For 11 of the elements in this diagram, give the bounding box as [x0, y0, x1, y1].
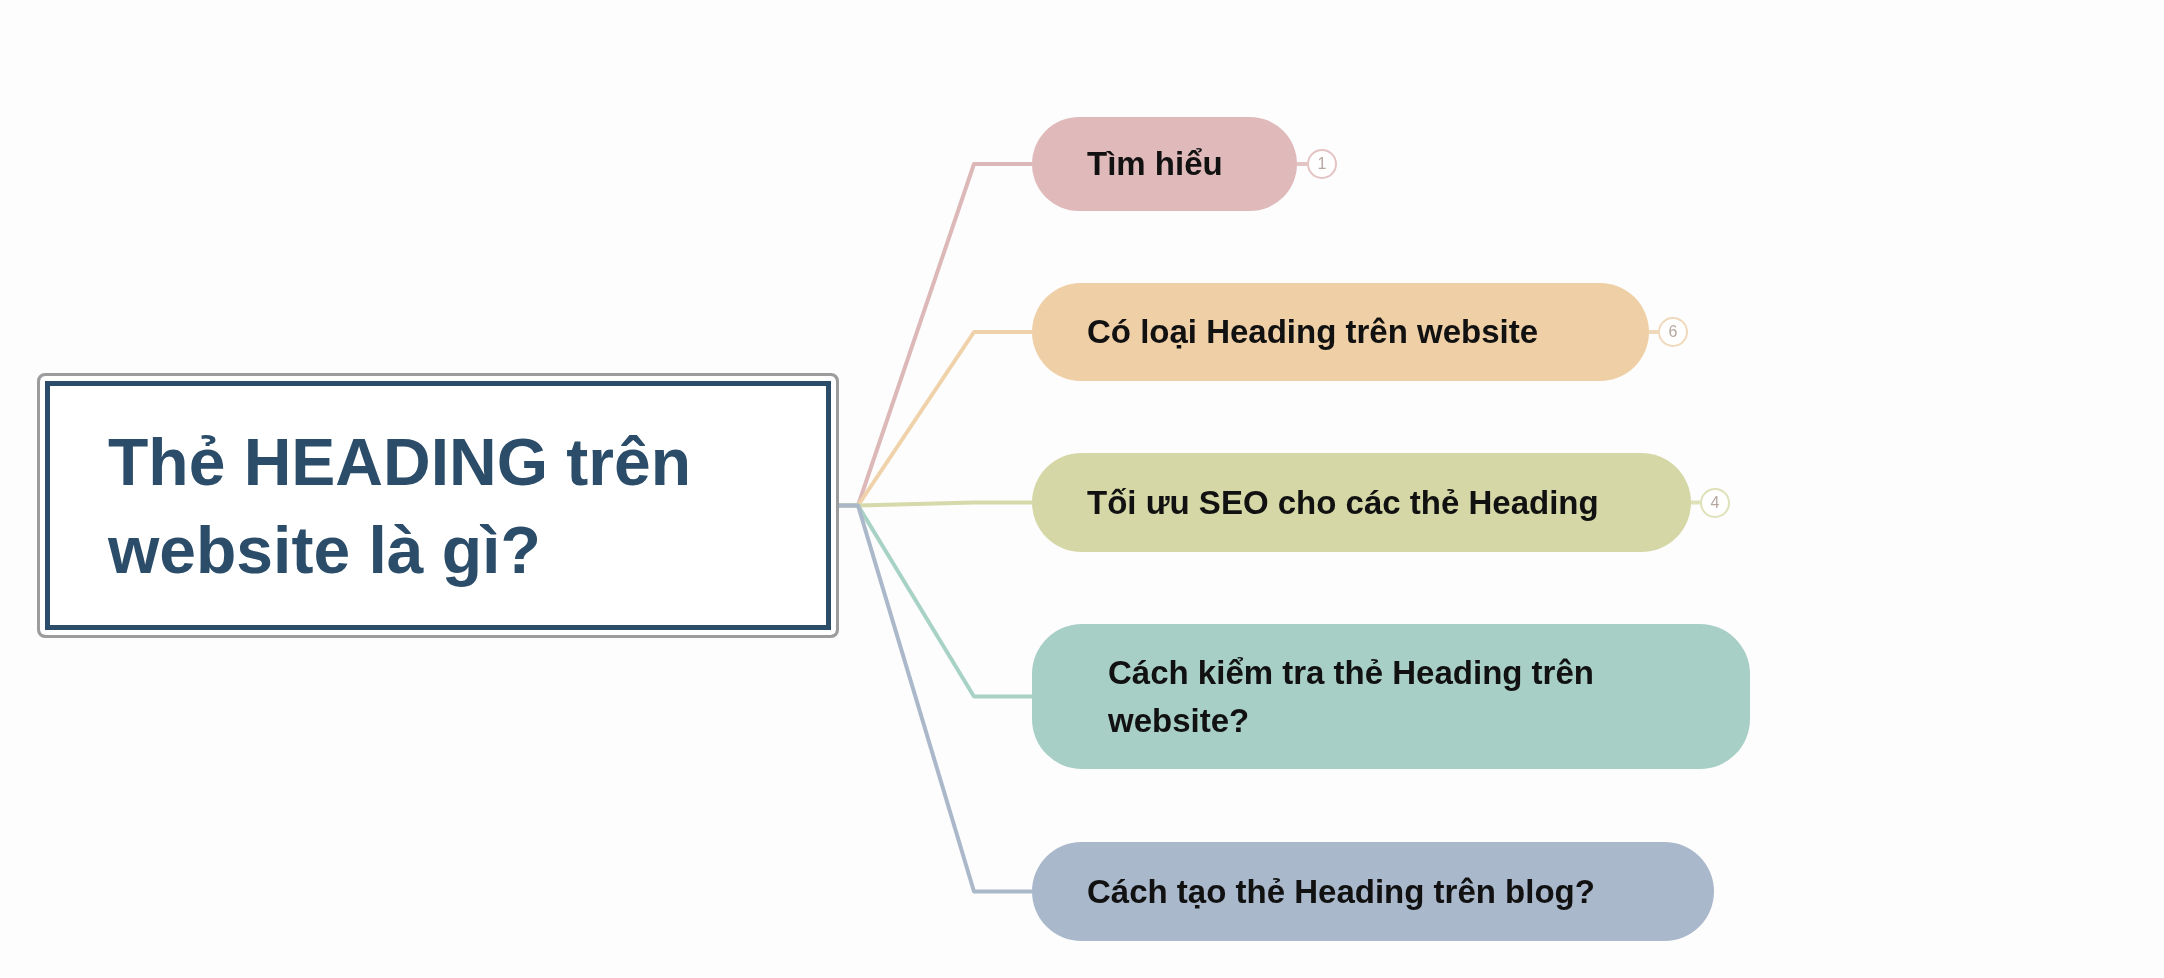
connector-line: [1297, 162, 1307, 166]
topic-pill: Cách tạo thẻ Heading trên blog?: [1032, 842, 1714, 941]
central-topic-box: [37, 373, 839, 638]
topic-pill: Tìm hiểu: [1032, 117, 1297, 211]
central-topic-title: Thẻ HEADING trên website là gì?: [108, 423, 693, 589]
topic-pill: Tối ưu SEO cho các thẻ Heading: [1032, 453, 1691, 552]
connector-line: [1649, 330, 1658, 334]
connector-line: [1691, 500, 1700, 505]
topic-pill: Có loại Heading trên website: [1032, 283, 1649, 381]
topic-pill: Cách kiểm tra thẻ Heading trên website?: [1032, 624, 1750, 769]
connector-line: [839, 503, 1032, 894]
